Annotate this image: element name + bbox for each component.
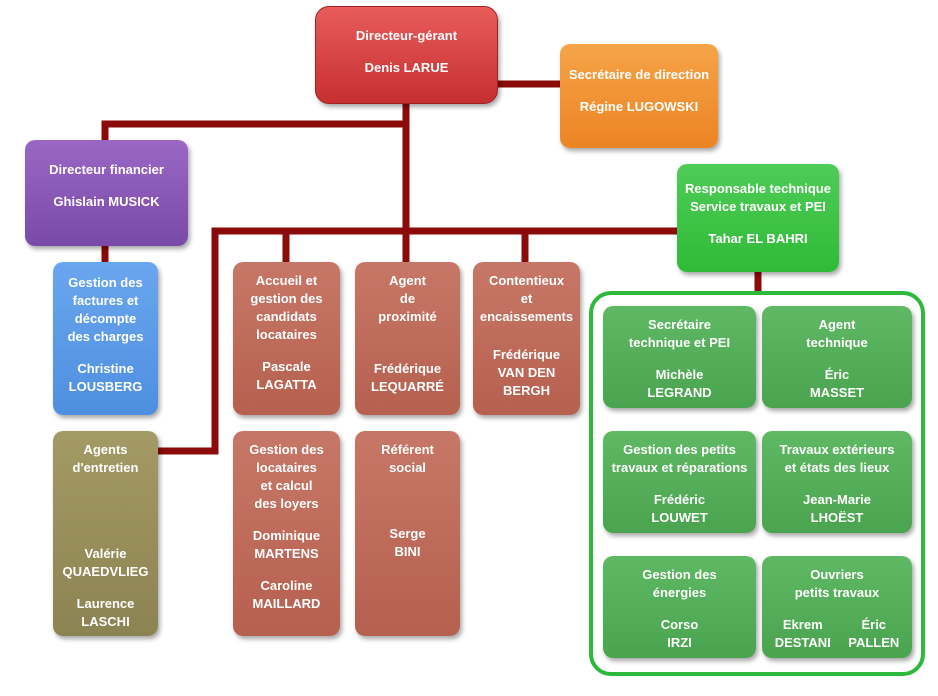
reception-title-line: locataires — [256, 327, 317, 342]
maintenance-person-line: Valérie — [84, 546, 127, 561]
collections-title-line: Contentieux — [488, 273, 565, 288]
technical-service-frame — [589, 291, 925, 676]
social-title-line: social — [389, 460, 426, 475]
collections-title-line: encaissements — [479, 309, 574, 324]
worker-name-line: Ekrem — [782, 617, 823, 632]
maintenance-title-line: d'entretien — [72, 460, 139, 475]
tenants-title-line: Gestion des — [249, 442, 324, 457]
tech-secretary-name-line: Michèle — [655, 367, 704, 382]
worker-name-line: Éric — [861, 617, 887, 632]
workers-box: Ouvriers petits travaux Ekrem DESTANI Ér… — [762, 556, 912, 658]
social-title-line: Référent — [381, 442, 434, 457]
collections-title-line: et — [520, 291, 533, 306]
proximity-title-line: proximité — [378, 309, 437, 324]
reception-name-line: Pascale — [262, 359, 311, 374]
energy-name-line: IRZI — [667, 635, 692, 650]
workers-title-line: petits travaux — [794, 585, 880, 600]
billing-box: Gestion des factures et décompte des cha… — [53, 262, 158, 415]
tenants-person-line: MAILLARD — [252, 596, 321, 611]
tenants-box: Gestion des locataires et calcul des loy… — [233, 431, 340, 636]
secretary-title: Secrétaire de direction — [568, 67, 710, 82]
tenants-title-line: locataires — [256, 460, 317, 475]
tenants-person-line: Caroline — [260, 578, 313, 593]
proximity-name-line: LEQUARRÉ — [371, 379, 444, 394]
technical-head-title-line: Service travaux et PEI — [690, 199, 826, 214]
proximity-title-line: de — [399, 291, 416, 306]
small-works-box: Gestion des petits travaux et réparation… — [603, 431, 756, 533]
director-title: Directeur-gérant — [355, 28, 458, 43]
technical-head-title-line: Responsable technique — [685, 181, 831, 196]
workers-names-row: Ekrem DESTANI Éric PALLEN — [766, 616, 908, 652]
small-works-name-line: LOUWET — [651, 510, 708, 525]
maintenance-title-line: Agents — [83, 442, 128, 457]
finance-name: Ghislain MUSICK — [53, 194, 160, 209]
collections-name-line: BERGH — [503, 383, 550, 398]
maintenance-agents-box: Agents d'entretien Valérie QUAEDVLIEG La… — [53, 431, 158, 636]
social-name-line: Serge — [389, 526, 426, 541]
small-works-name-line: Frédéric — [653, 492, 706, 507]
maintenance-person-line: QUAEDVLIEG — [62, 564, 149, 579]
billing-title-line: des charges — [67, 329, 144, 344]
exterior-works-name-line: Jean-Marie — [803, 492, 871, 507]
tenants-title-line: et calcul — [260, 478, 313, 493]
finance-box: Directeur financier Ghislain MUSICK — [25, 140, 188, 246]
worker-entry: Éric PALLEN — [848, 616, 899, 652]
tech-secretary-title-line: Secrétaire — [648, 317, 711, 332]
tech-agent-name-line: MASSET — [809, 385, 865, 400]
billing-name-line: LOUSBERG — [68, 379, 143, 394]
exterior-works-name-line: LHOËST — [810, 510, 864, 525]
energy-box: Gestion des énergies Corso IRZI — [603, 556, 756, 658]
energy-name-line: Corso — [660, 617, 699, 632]
billing-name-line: Christine — [77, 361, 134, 376]
energy-title-line: énergies — [652, 585, 707, 600]
collections-name-line: Frédérique — [492, 347, 561, 362]
reception-box: Accueil et gestion des candidats locatai… — [233, 262, 340, 415]
billing-title-line: Gestion des — [68, 275, 143, 290]
tech-agent-title-line: technique — [806, 335, 868, 350]
tech-agent-box: Agent technique Éric MASSET — [762, 306, 912, 408]
exterior-works-title-line: Travaux extérieurs — [779, 442, 895, 457]
billing-title-line: décompte — [74, 311, 137, 326]
tenants-person-line: Dominique — [252, 528, 321, 543]
exterior-works-title-line: et états des lieux — [784, 460, 890, 475]
secretary-box: Secrétaire de direction Régine LUGOWSKI — [560, 44, 718, 148]
worker-name-line: PALLEN — [848, 635, 900, 650]
worker-name-line: DESTANI — [774, 635, 831, 650]
technical-head-name: Tahar EL BAHRI — [708, 231, 808, 246]
director-name: Denis LARUE — [364, 60, 449, 75]
collections-box: Contentieux et encaissements Frédérique … — [473, 262, 580, 415]
proximity-name-line: Frédérique — [373, 361, 442, 376]
tech-agent-name-line: Éric — [824, 367, 850, 382]
maintenance-person-line: LASCHI — [81, 614, 130, 629]
proximity-box: Agent de proximité Frédérique LEQUARRÉ — [355, 262, 460, 415]
proximity-title-line: Agent — [389, 273, 426, 288]
small-works-title-line: travaux et réparations — [611, 460, 748, 475]
small-works-title-line: Gestion des petits — [623, 442, 736, 457]
social-box: Référent social Serge BINI — [355, 431, 460, 636]
tech-secretary-name-line: LEGRAND — [647, 385, 712, 400]
finance-title: Directeur financier — [49, 162, 164, 177]
tenants-person-line: MARTENS — [254, 546, 319, 561]
exterior-works-box: Travaux extérieurs et états des lieux Je… — [762, 431, 912, 533]
energy-title-line: Gestion des — [642, 567, 717, 582]
social-name-line: BINI — [394, 544, 421, 559]
tech-secretary-title-line: technique et PEI — [628, 335, 731, 350]
tenants-title-line: des loyers — [254, 496, 319, 511]
reception-title-line: candidats — [256, 309, 317, 324]
director-box: Directeur-gérant Denis LARUE — [315, 6, 498, 104]
reception-title-line: Accueil et — [255, 273, 318, 288]
billing-title-line: factures et — [72, 293, 139, 308]
reception-name-line: LAGATTA — [256, 377, 317, 392]
worker-entry: Ekrem DESTANI — [775, 616, 831, 652]
tech-agent-title-line: Agent — [818, 317, 856, 332]
workers-title-line: Ouvriers — [810, 567, 864, 582]
technical-head-box: Responsable technique Service travaux et… — [677, 164, 839, 272]
tech-secretary-box: Secrétaire technique et PEI Michèle LEGR… — [603, 306, 756, 408]
secretary-name: Régine LUGOWSKI — [579, 99, 699, 114]
collections-name-line: VAN DEN — [497, 365, 556, 380]
reception-title-line: gestion des — [250, 291, 323, 306]
maintenance-person-line: Laurence — [76, 596, 135, 611]
